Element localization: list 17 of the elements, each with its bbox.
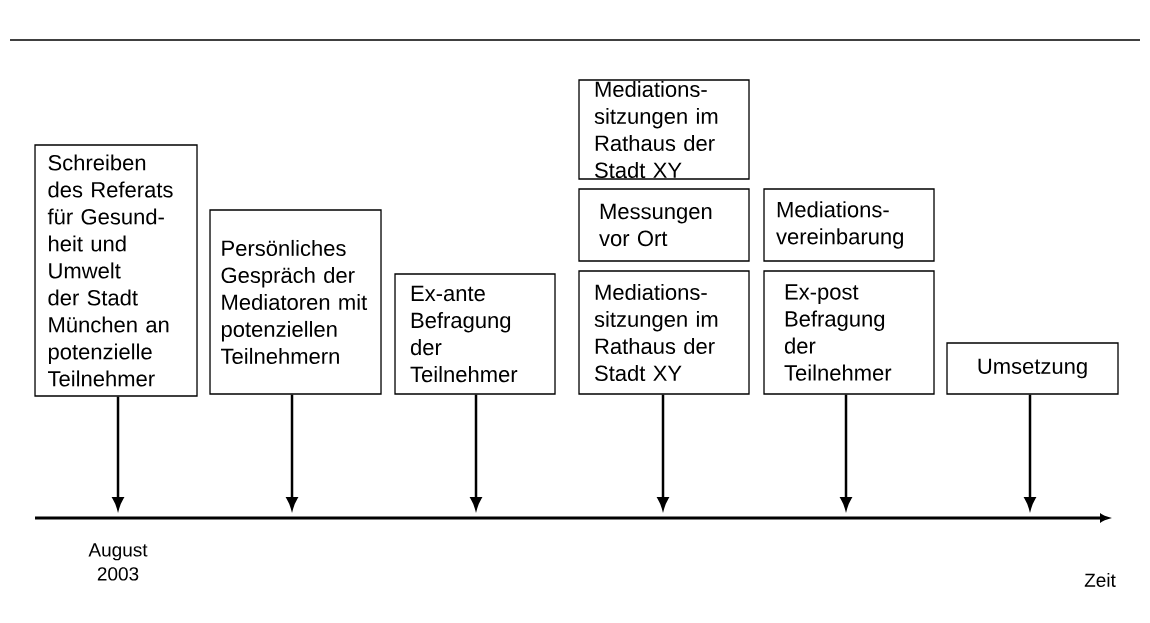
axis-label: August 2003 (88, 543, 148, 581)
arrow (470, 394, 482, 510)
step-box: Mediations- sitzungen im Rathaus der Stadt XY (578, 270, 750, 395)
step-box: Schreiben des Referats für Gesund- heit und Umwelt der Stadt München an potenzielle Teilnehmer (34, 144, 198, 397)
arrow (286, 394, 298, 510)
step-box: Ex-ante Befragung der Teilnehmer (394, 273, 556, 395)
step-box: Mediations- vereinbarung (763, 188, 935, 262)
arrow (1024, 394, 1036, 510)
arrow (840, 394, 852, 510)
arrow (657, 394, 669, 510)
arrow (112, 396, 124, 510)
step-box: Umsetzung (946, 342, 1119, 395)
step-box: Ex-post Befragung der Teilnehmer (763, 270, 935, 395)
step-box: Messungen vor Ort (578, 188, 750, 262)
step-box: Persönliches Gespräch der Mediatoren mit potenziellen Teilnehmern (209, 209, 382, 395)
step-box: Mediations- sitzungen im Rathaus der Stadt XY (578, 79, 750, 180)
axis-label: Zeit (1084, 573, 1116, 587)
